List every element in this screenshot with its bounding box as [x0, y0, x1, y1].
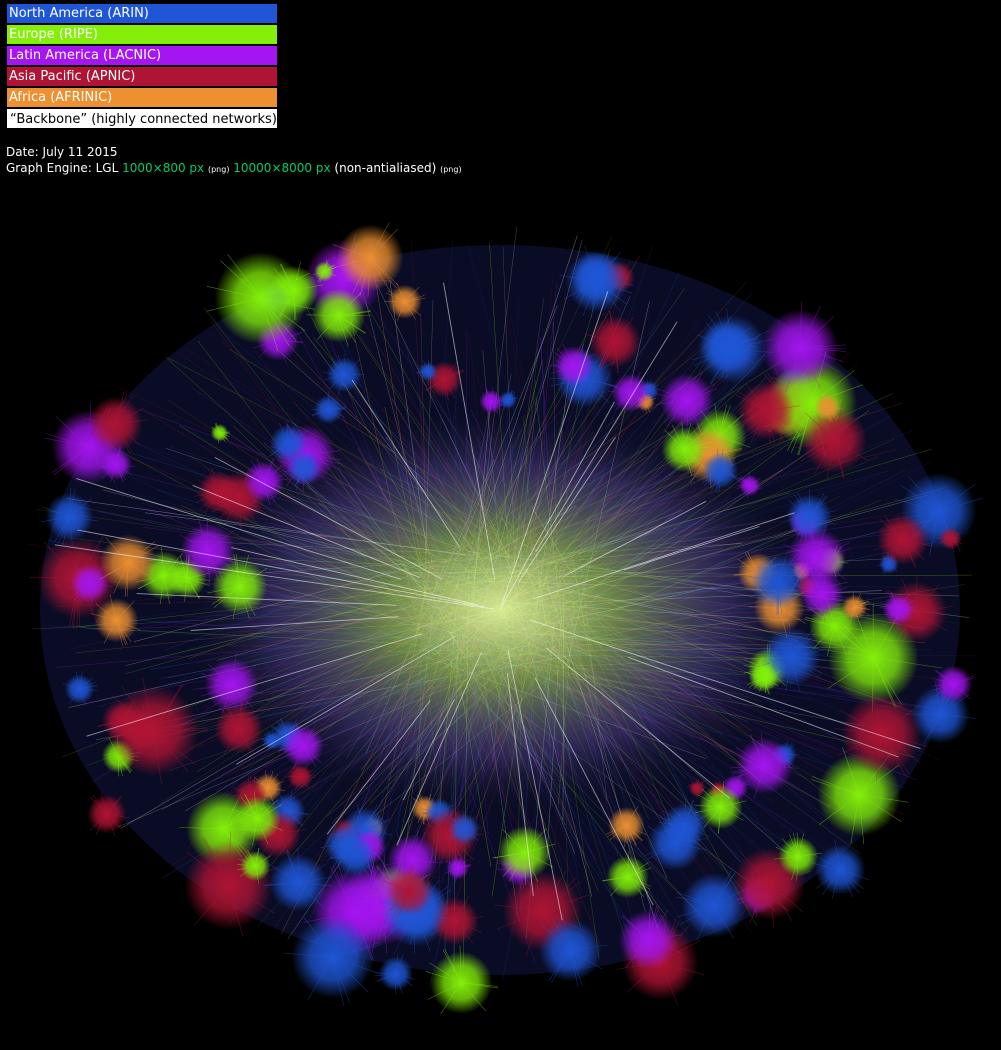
region-legend: North America (ARIN) Europe (RIPE) Latin… [7, 4, 277, 130]
download-1000px-link[interactable]: 1000×800 px [122, 161, 205, 175]
png-format-label: (png) [207, 165, 230, 174]
download-10000px-link[interactable]: 10000×8000 px [233, 161, 331, 175]
engine-line: Graph Engine: LGL 1000×800 px (png) 1000… [6, 160, 462, 178]
legend-item-ripe: Europe (RIPE) [7, 25, 277, 44]
legend-item-backbone: “Backbone” (highly connected networks) [7, 109, 277, 128]
non-antialiased-label: (non-antialiased) [334, 161, 437, 175]
png-format-label-2: (png) [440, 165, 462, 174]
legend-item-arin: North America (ARIN) [7, 4, 277, 23]
map-metadata: Date: July 11 2015 Graph Engine: LGL 100… [6, 144, 462, 178]
legend-item-afrinic: Africa (AFRINIC) [7, 88, 277, 107]
legend-item-apnic: Asia Pacific (APNIC) [7, 67, 277, 86]
date-label: Date: July 11 2015 [6, 145, 118, 159]
engine-label: Graph Engine: LGL [6, 161, 119, 175]
legend-item-lacnic: Latin America (LACNIC) [7, 46, 277, 65]
